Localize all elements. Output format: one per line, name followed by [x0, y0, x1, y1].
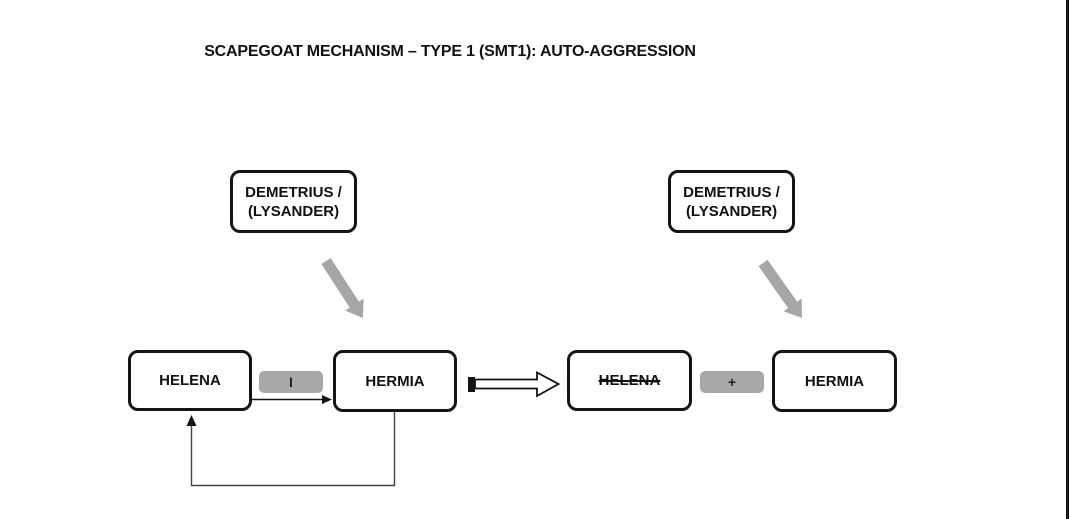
transform-arrow-icon — [474, 370, 561, 398]
attack-arrow-head — [322, 395, 332, 404]
node-helena-left: HELENA — [128, 350, 252, 411]
node-label-strikethrough: HELENA — [598, 372, 661, 389]
relation-label: + — [727, 374, 737, 390]
node-hermia-left: HERMIA — [333, 350, 457, 412]
relation-badge-left: I — [259, 371, 323, 393]
node-demetrius-left: DEMETRIUS / (LYSANDER) — [230, 170, 357, 233]
feedback-loop-line — [190, 412, 396, 487]
aggression-arrow-right-icon — [758, 259, 802, 318]
relation-label: I — [289, 374, 293, 390]
page-right-border-line — [1066, 0, 1069, 519]
node-demetrius-right: DEMETRIUS / (LYSANDER) — [668, 170, 795, 233]
node-helena-right-crossed-out: HELENA — [567, 350, 692, 411]
node-label: (LYSANDER) — [685, 202, 778, 220]
transform-arrow-tail-cap — [468, 377, 475, 392]
node-label: HERMIA — [365, 372, 425, 390]
page-title: SCAPEGOAT MECHANISM – TYPE 1 (SMT1): AUT… — [204, 43, 696, 60]
node-label: DEMETRIUS / — [683, 183, 780, 201]
node-hermia-right: HERMIA — [772, 350, 897, 412]
node-label: DEMETRIUS / — [245, 183, 342, 201]
node-label: HELENA — [159, 372, 221, 389]
node-label: HERMIA — [804, 372, 865, 390]
relation-badge-right: + — [700, 371, 764, 393]
node-label: (LYSANDER) — [247, 202, 340, 220]
feedback-loop-arrow-head — [186, 415, 197, 426]
aggression-arrow-left-icon — [321, 258, 364, 318]
